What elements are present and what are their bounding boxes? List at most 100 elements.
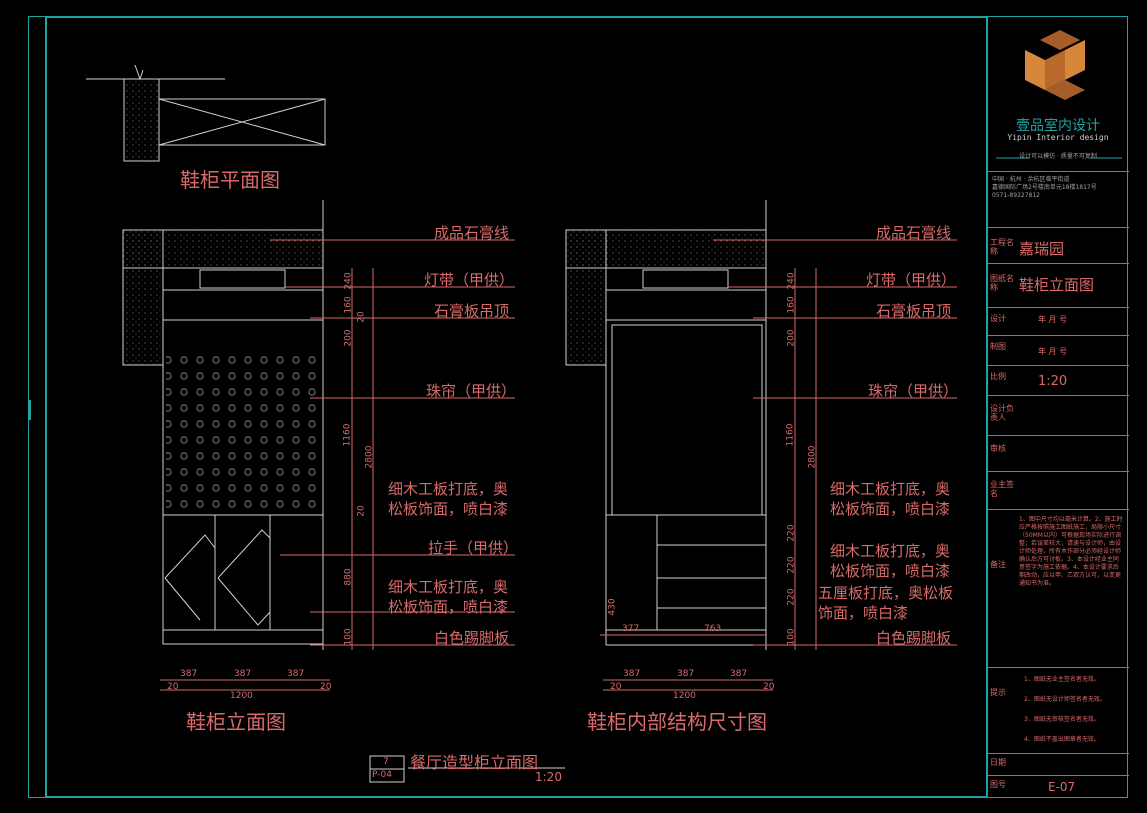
dim-r-200: 200 xyxy=(786,329,797,347)
company-name-en: Yipin Interior design xyxy=(1007,133,1109,142)
label-handle: 拉手（甲供） xyxy=(428,539,519,557)
scale-key: 比例 xyxy=(990,372,1006,381)
drawing-key: 图纸名称 xyxy=(990,274,1014,292)
approve-row: 审核 xyxy=(988,435,1129,471)
tip-4: 4、图纸不盖出图章者无效。 xyxy=(1024,736,1100,743)
tip-3: 3、图纸无审核签名者无效。 xyxy=(1024,716,1100,723)
dim-387a: 387 xyxy=(180,669,198,679)
project-row: 工程名称 嘉瑞园 xyxy=(988,227,1129,263)
dim-r-763: 763 xyxy=(704,624,722,634)
dim-r-430: 430 xyxy=(607,598,618,616)
label-board-b1: 细木工板打底，奥 xyxy=(388,578,509,596)
dim-r-1160: 1160 xyxy=(785,423,796,447)
dim-r-100: 100 xyxy=(786,628,797,646)
dim-r-2800: 2800 xyxy=(807,445,818,469)
design-value: 年 月 号 xyxy=(1038,315,1068,324)
dim-r-20d: 20 xyxy=(763,682,775,692)
address-line-3: 0571-89227812 xyxy=(992,192,1040,199)
draw-key: 制图 xyxy=(990,342,1006,351)
main-scale: 1:20 xyxy=(535,770,562,784)
label-board-r1: 细木工板打底，奥 xyxy=(830,480,951,498)
dim-r-220a: 220 xyxy=(786,524,797,542)
label-skirting: 白色踢脚板 xyxy=(434,629,510,647)
sheet-key: 图号 xyxy=(990,780,1006,789)
dim-r-240: 240 xyxy=(786,272,797,290)
approve-key: 审核 xyxy=(990,444,1006,453)
main-caption: 餐厅造型柜立面图 xyxy=(410,753,539,772)
draw-row: 制图 年 月 号 xyxy=(988,335,1129,365)
scale-row: 比例 1:20 xyxy=(988,365,1129,395)
label-ceiling-r: 石膏板吊顶 xyxy=(876,302,952,320)
label-board-r4: 松板饰面，喷白漆 xyxy=(830,562,951,580)
dim-r-387b: 387 xyxy=(677,669,695,679)
label-board-a1: 细木工板打底，奥 xyxy=(388,480,509,498)
callout-number: 7 xyxy=(383,757,389,767)
drawing-value: 鞋柜立面图 xyxy=(1019,276,1095,294)
dim-100: 100 xyxy=(343,628,354,646)
label-ceiling: 石膏板吊顶 xyxy=(434,302,510,320)
dim-160: 160 xyxy=(343,296,354,314)
tips-key: 提示 xyxy=(990,688,1006,697)
plan-view xyxy=(86,64,326,162)
sheet-row: 图号 E-07 xyxy=(988,775,1129,799)
tip-1: 1、图纸无业主签名者无效。 xyxy=(1024,676,1100,683)
callout-sheet: P-04 xyxy=(372,770,392,780)
elevation-title: 鞋柜立面图 xyxy=(186,710,286,734)
dim-240: 240 xyxy=(343,272,354,290)
dim-r-20c: 20 xyxy=(610,682,622,692)
dim-20d: 20 xyxy=(320,682,332,692)
label-gypsum-line: 成品石膏线 xyxy=(434,224,510,242)
label-gypsum-line-r: 成品石膏线 xyxy=(876,224,952,242)
tips-row: 提示 1、图纸无业主签名者无效。 2、图纸无设计师签名者无效。 3、图纸无审核签… xyxy=(988,667,1129,753)
internal-title: 鞋柜内部结构尺寸图 xyxy=(587,710,767,734)
address-line-1: 中国 · 杭州 · 余杭区临平街道 xyxy=(992,176,1070,183)
notes-key: 备注 xyxy=(990,560,1006,569)
label-board-r6: 饰面，喷白漆 xyxy=(818,604,909,622)
label-board-a2: 松板饰面，喷白漆 xyxy=(388,500,509,518)
dim-387b: 387 xyxy=(234,669,252,679)
dim-r-387a: 387 xyxy=(623,669,641,679)
notes-row: 备注 1、图中尺寸均以毫米计算。2、施工时应严格按照施工图纸施工，局限小尺寸（5… xyxy=(988,509,1129,667)
dim-r-220b: 220 xyxy=(786,556,797,574)
label-board-r5: 五厘板打底，奥松板 xyxy=(818,584,954,602)
draw-value: 年 月 号 xyxy=(1038,347,1068,356)
company-logo xyxy=(1025,30,1085,100)
company-tagline: 设计可以模仿 · 质量不可复制 xyxy=(1019,153,1097,160)
dim-2800: 2800 xyxy=(364,445,375,469)
address-row: 中国 · 杭州 · 余杭区临平街道 嘉德国际广场2号楼南单元18楼1817号 0… xyxy=(988,171,1129,227)
dim-880: 880 xyxy=(343,568,354,586)
resp-row: 设计负责人 xyxy=(988,395,1129,435)
dim-387c: 387 xyxy=(287,669,305,679)
dim-20a: 20 xyxy=(356,311,367,323)
label-board-r2: 松板饰面，喷白漆 xyxy=(830,500,951,518)
project-key: 工程名称 xyxy=(990,238,1014,256)
dim-1200: 1200 xyxy=(230,691,253,701)
title-block: 中国 · 杭州 · 余杭区临平街道 嘉德国际广场2号楼南单元18楼1817号 0… xyxy=(987,16,1129,799)
project-value: 嘉瑞园 xyxy=(1019,240,1065,258)
dim-200: 200 xyxy=(343,329,354,347)
dim-r-1200: 1200 xyxy=(673,691,696,701)
label-bead-curtain-r: 珠帘（甲供） xyxy=(868,382,959,400)
plan-title: 鞋柜平面图 xyxy=(180,168,280,192)
label-light-strip-r: 灯带（甲供） xyxy=(866,271,957,289)
dim-r-160: 160 xyxy=(786,296,797,314)
label-skirting-r: 白色踢脚板 xyxy=(876,629,952,647)
tip-2: 2、图纸无设计师签名者无效。 xyxy=(1024,696,1106,703)
right-elevation xyxy=(565,200,957,691)
label-bead-curtain: 珠帘（甲供） xyxy=(426,382,517,400)
label-board-b2: 松板饰面，喷白漆 xyxy=(388,598,509,616)
resp-key: 设计负责人 xyxy=(990,404,1014,422)
sheet-value: E-07 xyxy=(1048,780,1076,794)
dim-r-377: 377 xyxy=(622,624,640,634)
scale-value: 1:20 xyxy=(1038,374,1068,389)
owner-row: 业主签名 xyxy=(988,471,1129,509)
company-name: 壹品室内设计 xyxy=(1016,118,1100,134)
owner-key: 业主签名 xyxy=(990,480,1014,498)
notes-text: 1、图中尺寸均以毫米计算。2、施工时应严格按照施工图纸施工，局限小尺寸（50MM… xyxy=(1019,516,1123,587)
label-light-strip: 灯带（甲供） xyxy=(424,271,515,289)
label-board-r3: 细木工板打底，奥 xyxy=(830,542,951,560)
design-row: 设计 年 月 号 xyxy=(988,307,1129,335)
address-line-2: 嘉德国际广场2号楼南单元18楼1817号 xyxy=(992,184,1097,191)
date-key: 日期 xyxy=(990,758,1006,767)
